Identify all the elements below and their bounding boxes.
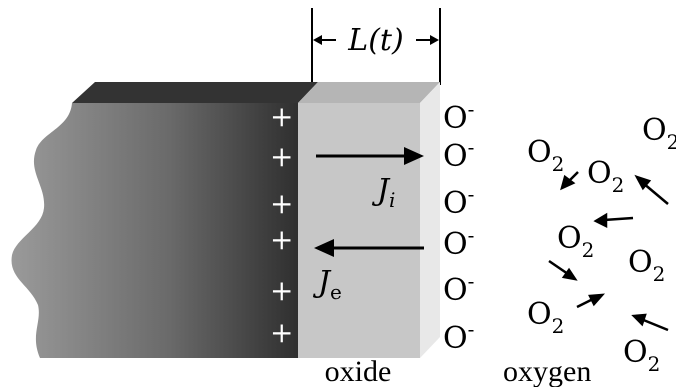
plus-sign: + bbox=[270, 100, 293, 133]
surface-oxygen-ion: O- bbox=[443, 182, 474, 221]
metal-label: metal bbox=[135, 355, 202, 387]
motion-arrow bbox=[593, 212, 634, 229]
plus-sign: + bbox=[270, 223, 293, 256]
oxygen-molecule: O2 bbox=[623, 335, 660, 376]
electron-flux-arrowhead bbox=[314, 239, 334, 257]
motion-arrow bbox=[548, 259, 578, 281]
thickness-label: L(t) bbox=[347, 23, 403, 58]
oxide-top-face bbox=[298, 82, 440, 103]
ion-flux-arrowhead bbox=[404, 147, 424, 165]
motion-arrow bbox=[634, 174, 669, 205]
metal-block: metal bbox=[11, 82, 318, 387]
oxygen-molecule: O2 bbox=[587, 156, 624, 197]
metal-front-face bbox=[11, 103, 299, 358]
oxide-block: oxide bbox=[298, 82, 440, 387]
molecule-motion-arrows bbox=[548, 171, 669, 332]
oxide-side-face bbox=[420, 82, 440, 358]
oxygen-molecule: O2 bbox=[527, 135, 564, 176]
surface-oxygen-ion: O- bbox=[443, 97, 474, 136]
oxide-front-face bbox=[298, 103, 420, 358]
oxygen-molecule: O2 bbox=[527, 297, 564, 338]
plus-sign: + bbox=[270, 274, 293, 307]
surface-ions: O- O- O- O- O- O- bbox=[443, 97, 474, 356]
surface-oxygen-ion: O- bbox=[443, 223, 474, 262]
thickness-dimension: L(t) bbox=[311, 8, 441, 85]
oxygen-molecule: O2 bbox=[628, 245, 665, 286]
oxygen-molecules: O2 O2 O2 O2 O2 O2 O2 bbox=[527, 113, 676, 376]
plus-sign: + bbox=[270, 187, 293, 220]
metal-top-face bbox=[72, 82, 318, 103]
motion-arrow bbox=[560, 171, 579, 191]
surface-oxygen-ion: O- bbox=[443, 317, 474, 356]
oxide-label: oxide bbox=[325, 355, 392, 387]
interface-charges: + + + + + + bbox=[270, 100, 293, 349]
plus-sign: + bbox=[270, 316, 293, 349]
oxygen-label: oxygen bbox=[503, 355, 591, 387]
surface-oxygen-ion: O- bbox=[443, 135, 474, 174]
motion-arrow bbox=[631, 313, 669, 332]
oxygen-molecule: O2 bbox=[557, 221, 594, 262]
motion-arrow bbox=[576, 293, 606, 309]
oxygen-molecule: O2 bbox=[642, 113, 676, 154]
surface-oxygen-ion: O- bbox=[443, 269, 474, 308]
plus-sign: + bbox=[270, 140, 293, 173]
